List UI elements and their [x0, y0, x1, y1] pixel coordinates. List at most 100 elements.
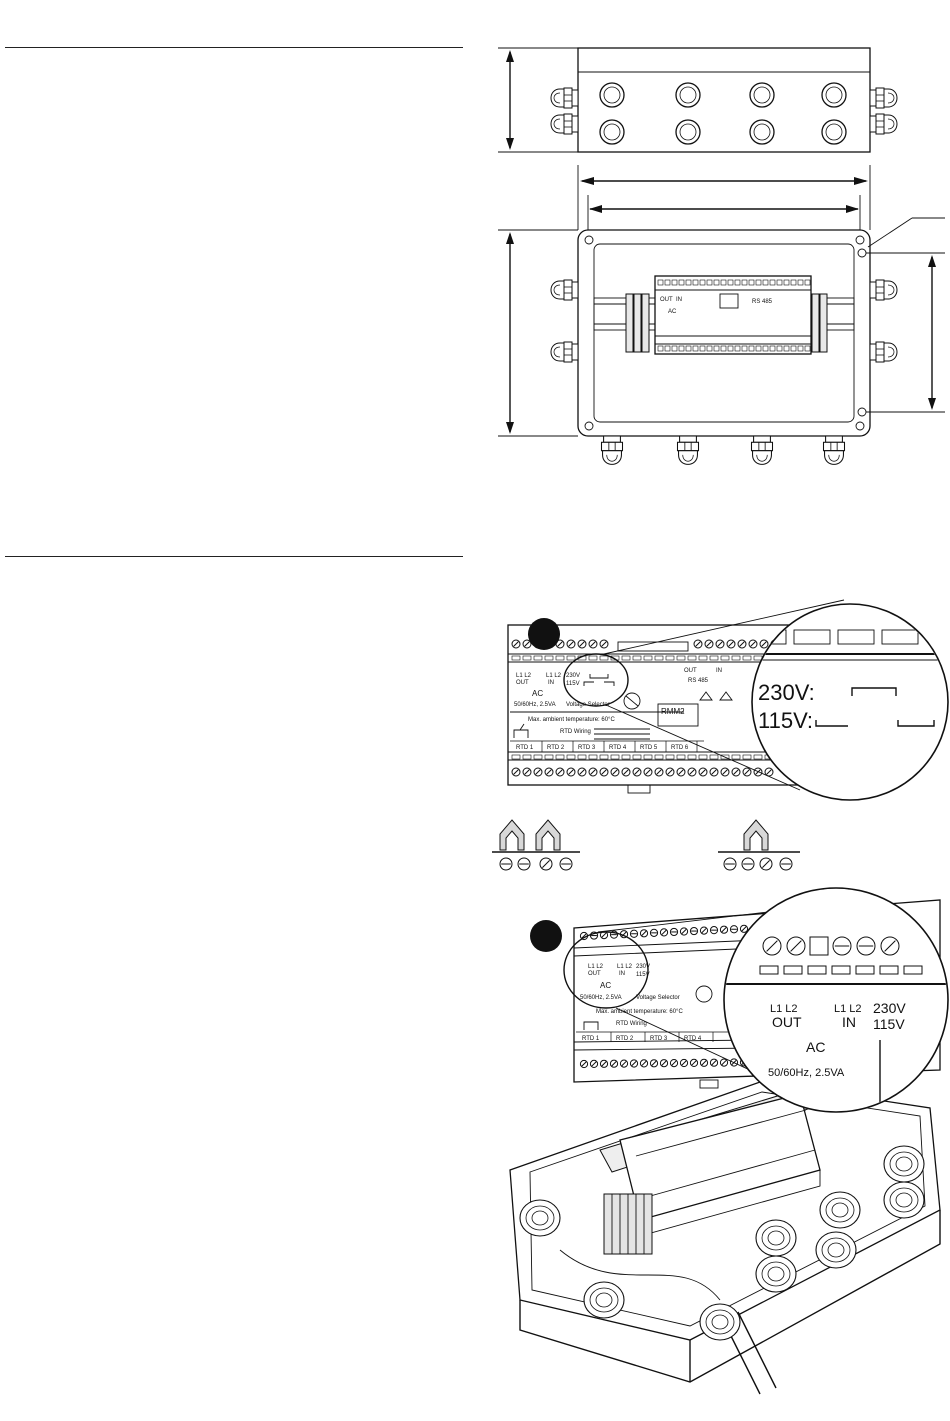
terminal-screw: [679, 1058, 689, 1068]
rtd-label: RTD 3: [650, 1036, 668, 1042]
cable-gland: [600, 435, 624, 465]
fig2-115v: 115V: [566, 681, 580, 687]
terminal-screw: [742, 767, 752, 777]
fig2-max-temp: Max. ambient temperature: 60°C: [528, 717, 615, 723]
fig2-serial-in: IN: [716, 668, 722, 674]
terminal-screw: [759, 639, 769, 649]
terminal-screw: [629, 929, 639, 938]
mounting-hole-leader: [867, 217, 913, 248]
jumper-115v-right: [897, 720, 935, 727]
zoom-l1l2-out: L1 L2: [770, 1003, 798, 1015]
rtd-label: RTD 5: [640, 745, 658, 751]
terminal-screw: [588, 767, 598, 777]
terminal-screw: [522, 639, 532, 649]
terminal-screw: [709, 926, 719, 935]
jumper-115v-left: [815, 720, 848, 727]
zoom-115v-label: 115V:: [758, 708, 813, 733]
terminal-screw: [880, 936, 900, 956]
terminal-screw: [511, 639, 521, 649]
voltage-selector-screw: [623, 692, 641, 710]
terminal-screw: [632, 767, 642, 777]
zoom-l1l2-in: L1 L2: [834, 1003, 862, 1015]
terminal-screw: [786, 936, 806, 956]
fig2-rs485: RS 485: [688, 678, 709, 684]
terminal-screw: [566, 767, 576, 777]
gland-hole: [749, 82, 775, 108]
terminal-screw: [719, 1058, 729, 1067]
gland-hole: [599, 82, 625, 108]
jumper-230v: [851, 687, 897, 696]
terminal-screw: [566, 639, 576, 649]
jumper-positions-drawing: [492, 819, 800, 871]
terminal-screw: [643, 767, 653, 777]
terminal-blocks-left: [625, 293, 650, 353]
rmm2-module-front: [507, 624, 799, 786]
terminal-screw: [577, 767, 587, 777]
gland-hole: [821, 119, 847, 145]
terminal-screw: [619, 1059, 629, 1068]
zoom-ac-label: AC: [806, 1039, 825, 1055]
isometric-cable-glands: [519, 1145, 925, 1341]
cable-gland: [815, 1231, 857, 1269]
section-rule-middle: [5, 556, 463, 557]
rmm2-module-small: [654, 275, 812, 355]
enclosure-dimension-drawing: OUT IN AC RS 485: [498, 47, 945, 465]
fig3-out: OUT: [588, 971, 601, 977]
terminal-screw: [579, 1059, 589, 1069]
zoom-in-label: IN: [842, 1014, 856, 1030]
gland-hole: [821, 82, 847, 108]
dimension-height-top-view: [498, 47, 578, 153]
terminal-screw: [719, 925, 729, 934]
terminal-screw: [555, 767, 565, 777]
terminal-screw: [621, 767, 631, 777]
section-rule-top: [5, 47, 463, 48]
terminal-screw: [533, 767, 543, 777]
terminal-screw: [676, 767, 686, 777]
terminal-screw: [759, 857, 773, 871]
dimension-mounting-vertical: [866, 252, 945, 413]
cable-gland: [755, 1219, 797, 1257]
gland-hole: [599, 119, 625, 145]
terminal-screw: [704, 639, 714, 649]
fig2-out: OUT: [516, 680, 529, 686]
terminal-screw: [669, 1059, 679, 1068]
terminal-screw: [741, 857, 755, 871]
zoom-230v-text: 230V: [873, 1000, 906, 1016]
side-glands-front-view: [550, 279, 898, 363]
fig2-l1l2-in: L1 L2: [546, 673, 562, 679]
terminal-screw: [709, 1058, 719, 1067]
fig3-230v: 230V: [636, 964, 650, 970]
terminal-screw: [539, 857, 553, 871]
fig3-l1l2-out: L1 L2: [588, 964, 604, 970]
terminal-screw: [609, 1059, 619, 1068]
terminal-screw: [762, 936, 782, 956]
rtd-label: RTD 2: [547, 745, 565, 751]
zoom-230v-label: 230V:: [758, 680, 815, 705]
terminal-screw: [698, 767, 708, 777]
fig2-in: IN: [548, 680, 554, 686]
terminal-screw: [689, 1058, 699, 1068]
enclosure-isometric: [509, 1079, 941, 1395]
rtd-label: RTD 6: [671, 745, 689, 751]
terminal-blocks-right: [811, 293, 828, 353]
terminal-screw: [715, 639, 725, 649]
terminal-screw: [599, 767, 609, 777]
installation-detail-drawing: L1 L2 OUT L1 L2 IN 230V 115V AC 50/60Hz,…: [509, 887, 949, 1395]
terminal-screw: [629, 1059, 639, 1068]
cable-gland: [550, 341, 579, 363]
terminal-screw: [779, 857, 793, 871]
fig2-serial-out: OUT: [684, 668, 697, 674]
cable-gland: [519, 1199, 561, 1237]
top-view-cable-glands: [599, 82, 847, 145]
rtd-label: RTD 4: [684, 1036, 702, 1042]
cable-gland: [869, 279, 898, 301]
terminal-screw: [659, 928, 669, 937]
cable-gland: [550, 87, 579, 109]
terminal-screw: [517, 857, 531, 871]
terminal-screw: [522, 767, 532, 777]
terminal-screw: [511, 767, 521, 777]
cable-gland: [869, 341, 898, 363]
terminal-screw: [599, 1059, 609, 1068]
terminal-screw: [610, 767, 620, 777]
terminal-screw: [729, 925, 739, 934]
